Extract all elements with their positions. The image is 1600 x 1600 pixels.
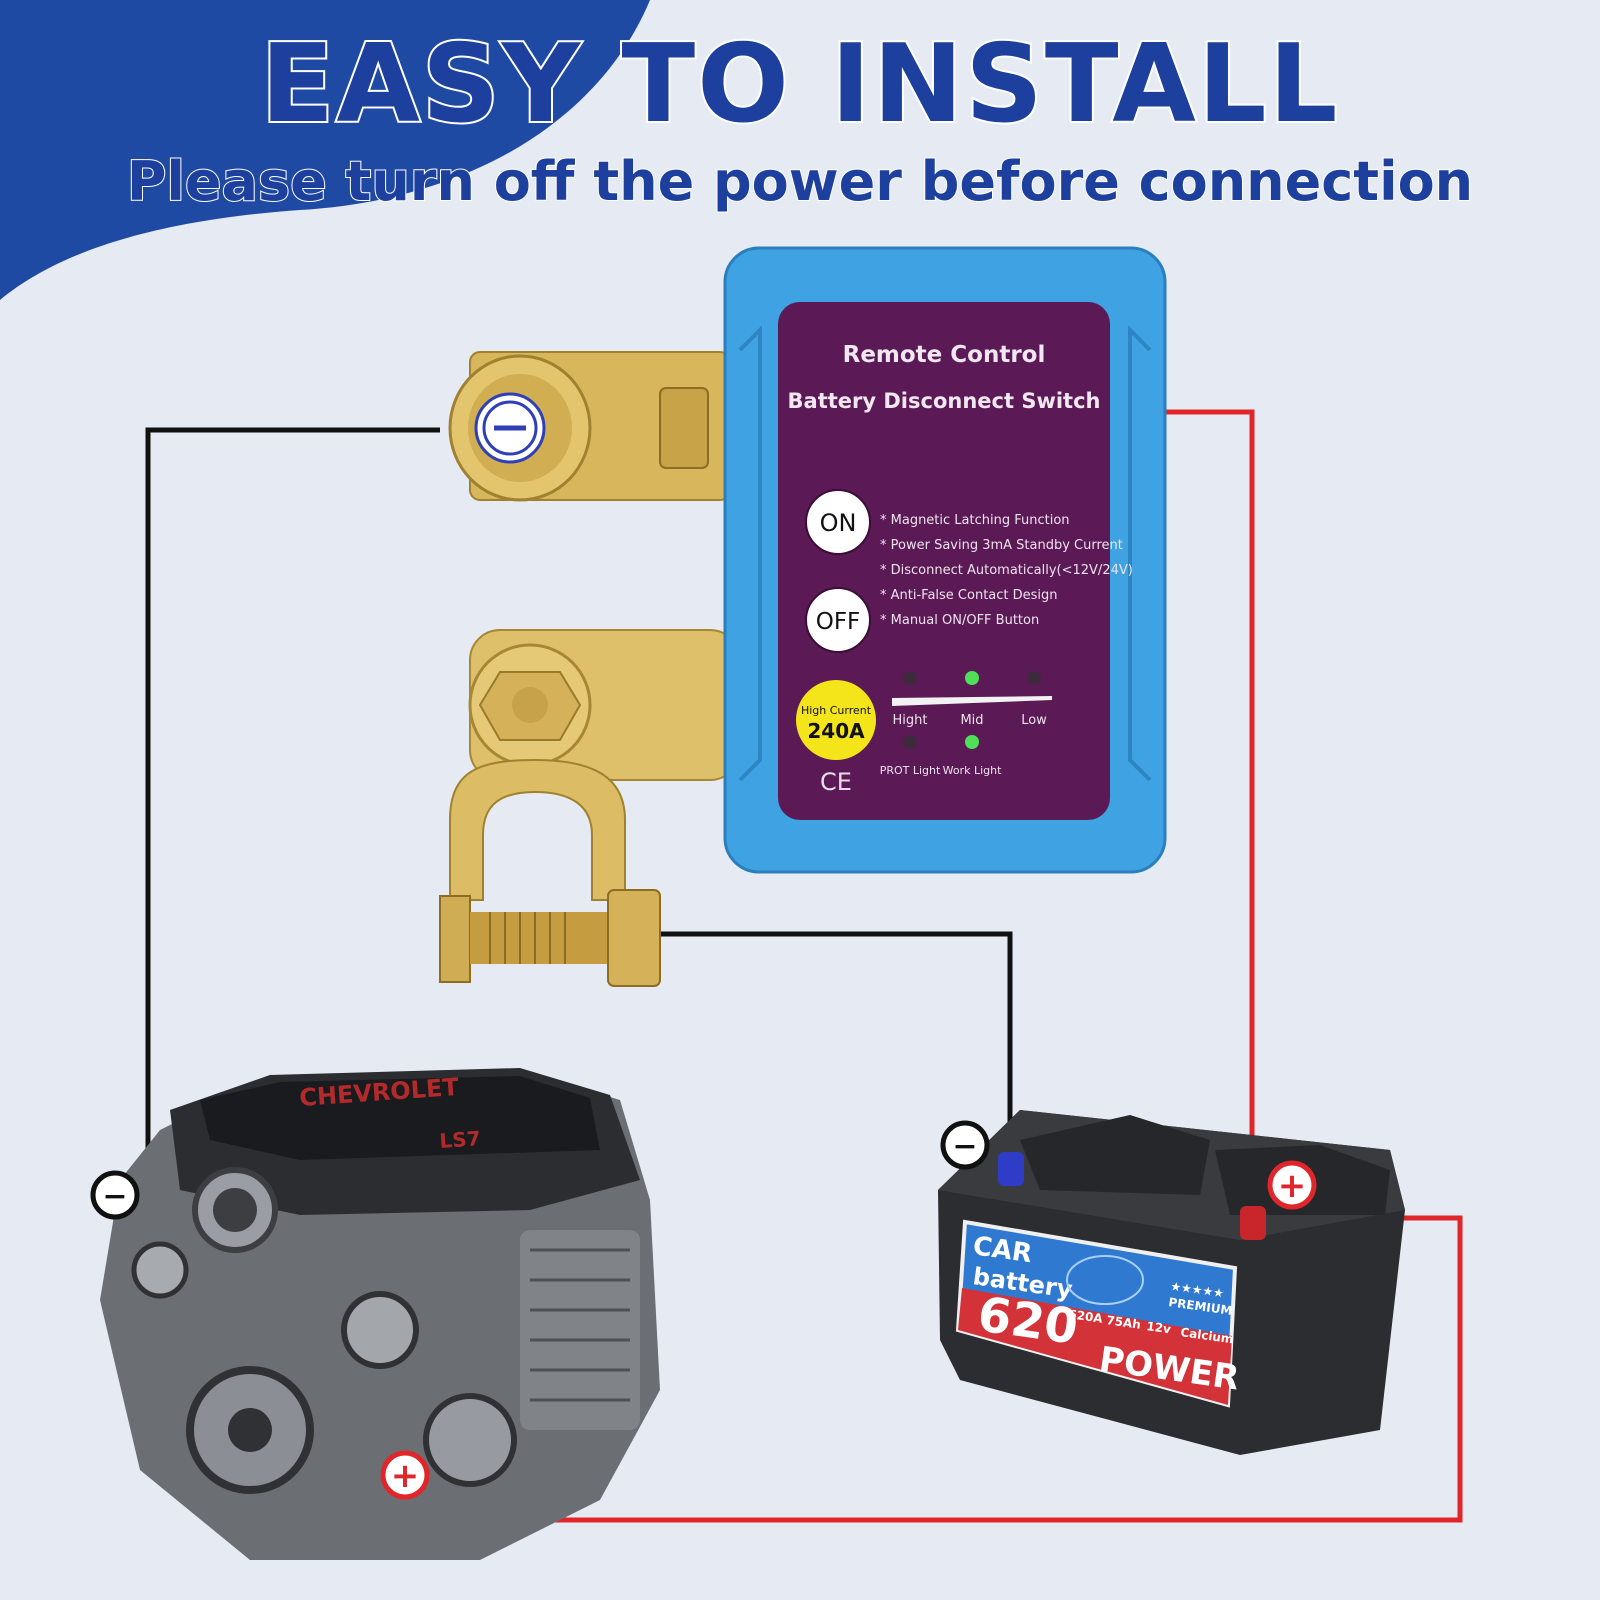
on-button[interactable]: ON: [805, 489, 871, 555]
level-label: Hight: [893, 713, 928, 728]
car-battery: CAR battery 620 ★★★★★ PREMIUM 620A 75Ah …: [938, 1110, 1405, 1455]
engine-positive-marker: +: [380, 1450, 430, 1500]
off-button-label: OFF: [816, 609, 861, 635]
badge-line2: 240A: [807, 719, 865, 743]
level-indicators: Hight Mid Low PROT Light Work Light: [880, 671, 1052, 777]
battery-spec: 12v: [1146, 1319, 1172, 1336]
feature-item: * Power Saving 3mA Standby Current: [880, 538, 1123, 553]
current-badge: High Current 240A: [796, 680, 876, 760]
feature-item: * Magnetic Latching Function: [880, 513, 1070, 528]
level-label: Mid: [960, 713, 983, 728]
off-button[interactable]: OFF: [805, 587, 871, 653]
light-label: Work Light: [943, 764, 1002, 777]
engine-model: LS7: [439, 1126, 482, 1153]
corner-decoration: [0, 0, 650, 300]
engine-negative-marker: −: [90, 1170, 140, 1220]
indicator-light-high: [903, 671, 917, 685]
ce-mark: CE: [820, 768, 852, 796]
battery-positive-post: [1240, 1206, 1266, 1240]
feature-list: * Magnetic Latching Function * Power Sav…: [880, 513, 1133, 628]
red-wire-switch: [1164, 409, 1255, 1210]
page-title: EASY TO INSTALL: [259, 20, 1340, 149]
positive-symbol: +: [1278, 1166, 1307, 1206]
engine: CHEVROLET LS7: [100, 1068, 660, 1560]
battery-spec: 620A: [1068, 1307, 1105, 1326]
device-title-line2: Battery Disconnect Switch: [788, 389, 1101, 413]
prot-light: [903, 735, 917, 749]
black-wire-engine: [145, 427, 440, 1195]
badge-line1: High Current: [801, 704, 872, 717]
feature-item: * Anti-False Contact Design: [880, 588, 1058, 603]
battery-spec: 75Ah: [1106, 1313, 1142, 1332]
indicator-light-low: [1027, 671, 1041, 685]
work-light: [965, 735, 979, 749]
level-label: Low: [1021, 713, 1047, 728]
on-button-label: ON: [820, 509, 857, 537]
battery-negative-post: [998, 1152, 1024, 1186]
battery-positive-marker: +: [1267, 1160, 1317, 1210]
battery-clamp: [449, 758, 626, 901]
page-subtitle: Please turn off the power before connect…: [126, 149, 1474, 214]
black-wire-battery: [640, 931, 1013, 1148]
feature-item: * Disconnect Automatically(<12V/24V): [880, 563, 1133, 578]
positive-symbol: +: [391, 1456, 420, 1496]
device-title-line1: Remote Control: [843, 342, 1046, 368]
battery-disconnect-switch: [439, 246, 1167, 987]
negative-symbol: −: [102, 1179, 127, 1214]
negative-symbol: −: [952, 1129, 977, 1164]
battery-negative-marker: −: [940, 1120, 990, 1170]
feature-item: * Manual ON/OFF Button: [880, 613, 1039, 628]
indicator-light-mid: [965, 671, 979, 685]
battery-number: 620: [974, 1286, 1081, 1355]
light-label: PROT Light: [880, 764, 941, 777]
